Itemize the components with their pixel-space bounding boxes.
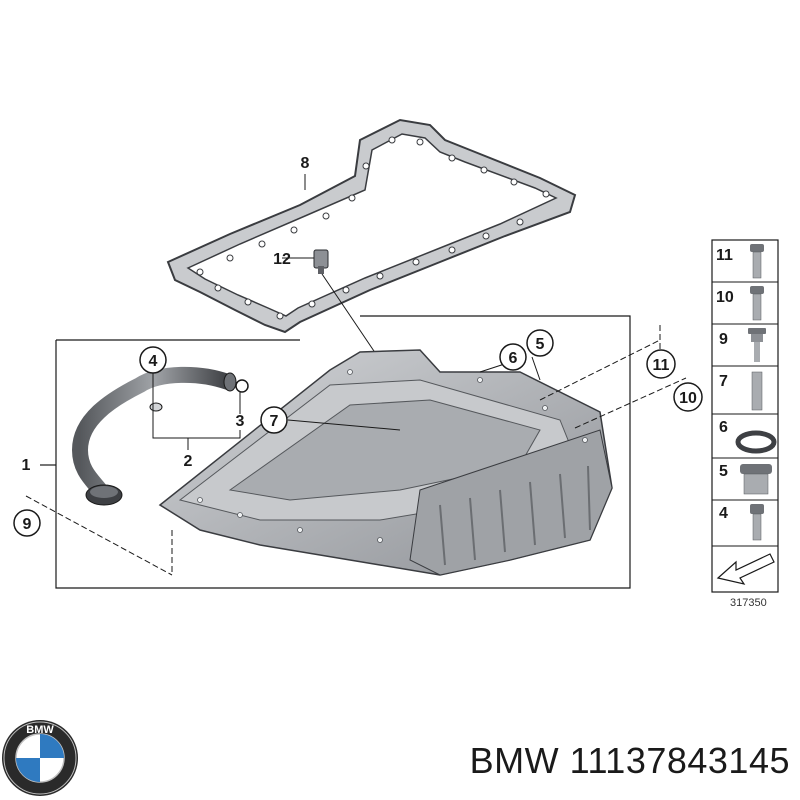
- oil-sensor-part: [300, 249, 381, 361]
- bolt-icon-11: [750, 244, 764, 279]
- assembly-frame: [40, 315, 631, 589]
- drain-plug-icon-5: [740, 464, 772, 495]
- bolt-icon-9: [748, 328, 766, 362]
- bmw-logo: BMW: [2, 720, 78, 796]
- callout-circles: [13, 329, 703, 537]
- callout-3: 3: [236, 413, 245, 430]
- legend-label-10: 10: [716, 289, 734, 306]
- callout-7: 7: [270, 413, 279, 430]
- legend-label-4: 4: [719, 505, 728, 522]
- oil-pan-part: [158, 349, 613, 576]
- stud-icon-7: [751, 371, 763, 411]
- callout-11: 11: [653, 357, 670, 374]
- view-arrow-icon: [716, 553, 775, 585]
- gasket-part: [166, 118, 577, 334]
- legend-label-5: 5: [719, 463, 728, 480]
- legend-label-11: 11: [716, 247, 733, 264]
- callout-6: 6: [509, 350, 518, 367]
- seal-ring-icon-6: [735, 430, 777, 454]
- callout-2: 2: [184, 453, 193, 470]
- legend-label-7: 7: [719, 373, 728, 390]
- callout-4: 4: [149, 353, 158, 370]
- legend-label-9: 9: [719, 331, 728, 348]
- callout-9: 9: [23, 516, 32, 533]
- callout-12: 12: [273, 251, 291, 268]
- bolt-icon-10: [750, 286, 764, 321]
- callout-5: 5: [536, 336, 545, 353]
- legend-label-6: 6: [719, 419, 728, 436]
- callout-1: 1: [22, 457, 31, 474]
- part-caption: BMW 11137843145: [469, 740, 790, 781]
- callout-8: 8: [301, 155, 310, 172]
- bolt-icon-4: [750, 504, 764, 541]
- oil-pickup-tube-part: [71, 366, 249, 506]
- callout-10: 10: [679, 390, 697, 407]
- drawing-number: 317350: [730, 597, 767, 609]
- bmw-logo-text: BMW: [26, 724, 54, 736]
- callout-labels: 1 2 3 4 5 6 7 8 9 10 11 12: [22, 155, 697, 533]
- legend-panel: 11 10 9 7 6 5 4: [711, 239, 779, 593]
